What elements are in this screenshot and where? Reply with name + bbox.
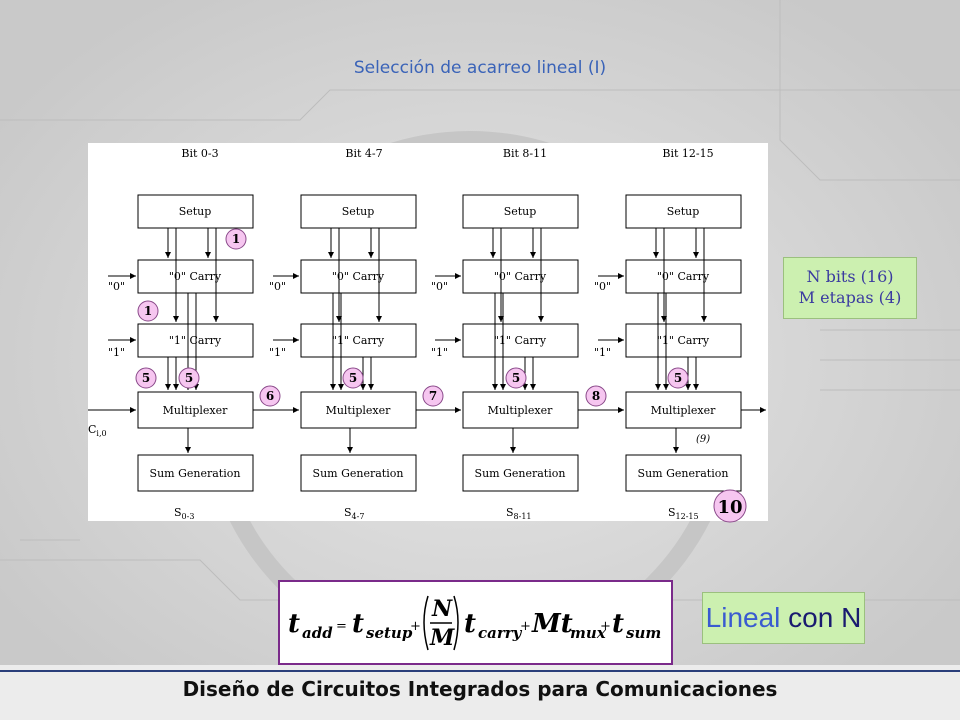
input-one-label: "1" — [431, 346, 448, 359]
stage-header: Bit 0-3 — [181, 147, 218, 160]
badge-1: 1 — [232, 232, 240, 246]
sum-block-label: Sum Generation — [150, 467, 241, 480]
mux-block-label: Multiplexer — [651, 404, 717, 417]
badge-1: 1 — [144, 304, 152, 318]
formula-expression: t add = t setup + N M t carry + Mt mux +… — [288, 595, 661, 651]
input-one-label: "1" — [269, 346, 286, 359]
sum-block-label: Sum Generation — [313, 467, 404, 480]
linear-with-n-box: Lineal con N — [702, 592, 865, 644]
info-bits: N bits (16) — [806, 267, 894, 286]
stage-header: Bit 12-15 — [662, 147, 713, 160]
setup-block-label: Setup — [342, 205, 375, 218]
slide-title: Selección de acarreo lineal (I) — [353, 58, 607, 78]
formula-t-setup: t — [352, 609, 364, 639]
stage-header: Bit 4-7 — [345, 147, 382, 160]
formula-plus: + — [410, 619, 421, 634]
lineal-word: Lineal — [705, 602, 781, 633]
carry1-block-label: "1" Carry — [494, 334, 547, 347]
total-delay-badge: 10 — [713, 489, 747, 523]
badge-5: 5 — [674, 371, 682, 385]
setup-block-label: Setup — [504, 205, 537, 218]
stage-column: Setup "0" Carry "1" Carry Multiplexer Su… — [625, 194, 742, 492]
carry1-block-label: "1" Carry — [332, 334, 385, 347]
sum-output-label: S8-11 — [506, 506, 532, 521]
sum-output-label: S4-7 — [344, 506, 364, 521]
sum-output-label: S0-3 — [174, 506, 194, 521]
sum-block-label: Sum Generation — [475, 467, 566, 480]
badge-8: 8 — [592, 389, 600, 403]
delay-formula: t add = t setup + N M t carry + Mt mux +… — [278, 580, 673, 665]
mux-block-label: Multiplexer — [326, 404, 392, 417]
input-zero-label: "0" — [108, 280, 125, 293]
badge-7: 7 — [429, 389, 437, 403]
delay-badges: 1 1 5 5 5 5 5 6 7 8 — [135, 228, 689, 407]
formula-sub-add: add — [302, 624, 333, 642]
info-stages: M etapas (4) — [798, 288, 902, 307]
bits-stages-info-box: N bits (16) M etapas (4) — [783, 257, 917, 319]
formula-Mt: Mt — [531, 609, 573, 639]
formula-t-carry: t — [464, 609, 476, 639]
sum-block-label: Sum Generation — [638, 467, 729, 480]
setup-block-label: Setup — [179, 205, 212, 218]
carry-select-diagram: Bit 0-3 Bit 4-7 Bit 8-11 Bit 12-15 Setup… — [88, 143, 768, 521]
badge-5: 5 — [349, 371, 357, 385]
lineal-suffix: con N — [788, 602, 862, 633]
input-one-label: "1" — [594, 346, 611, 359]
formula-equals: = — [336, 619, 347, 634]
carry0-block-label: "0" Carry — [494, 270, 547, 283]
formula-t-sum: t — [612, 609, 624, 639]
carry0-block-label: "0" Carry — [332, 270, 385, 283]
formula-plus: + — [520, 619, 531, 634]
sum-output-label: S12-15 — [668, 506, 699, 521]
stage-column: Setup "0" Carry "1" Carry Multiplexer Su… — [462, 194, 579, 492]
badge-5: 5 — [512, 371, 520, 385]
formula-N: N — [431, 596, 453, 622]
mux-block-label: Multiplexer — [163, 404, 229, 417]
delay-note: (9) — [696, 434, 710, 445]
formula-t-add: t — [288, 609, 300, 639]
formula-plus: + — [600, 619, 611, 634]
input-zero-label: "0" — [594, 280, 611, 293]
input-zero-label: "0" — [269, 280, 286, 293]
formula-sub-setup: setup — [366, 624, 413, 642]
formula-sub-mux: mux — [570, 624, 607, 642]
footer-divider — [0, 670, 960, 672]
setup-block-label: Setup — [667, 205, 700, 218]
input-one-label: "1" — [108, 346, 125, 359]
carry1-block-label: "1" Carry — [169, 334, 222, 347]
signal-arrows — [88, 228, 766, 453]
carry0-block-label: "0" Carry — [169, 270, 222, 283]
badge-5: 5 — [185, 371, 193, 385]
stage-column: Setup "0" Carry "1" Carry Multiplexer Su… — [300, 194, 417, 492]
carry-in-label: Ci,0 — [88, 423, 107, 438]
carry1-block-label: "1" Carry — [657, 334, 710, 347]
badge-5: 5 — [142, 371, 150, 385]
formula-sub-carry: carry — [478, 624, 523, 642]
mux-block-label: Multiplexer — [488, 404, 554, 417]
stage-header: Bit 8-11 — [503, 147, 547, 160]
formula-sub-sum: sum — [626, 624, 661, 642]
footer-course-title: Diseño de Circuitos Integrados para Comu… — [182, 677, 778, 701]
badge-6: 6 — [266, 389, 274, 403]
input-zero-label: "0" — [431, 280, 448, 293]
carry0-block-label: "0" Carry — [657, 270, 710, 283]
formula-M: M — [429, 625, 455, 651]
badge-10: 10 — [717, 497, 742, 518]
